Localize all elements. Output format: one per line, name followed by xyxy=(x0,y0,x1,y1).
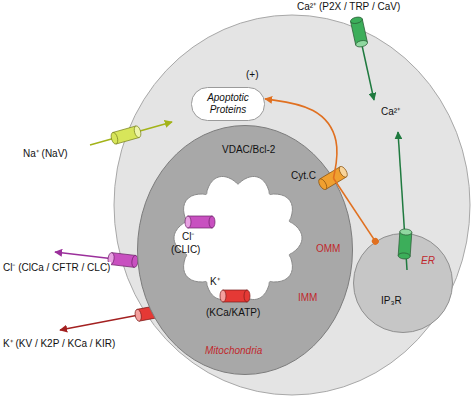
node-text: IMM xyxy=(298,292,317,304)
node-text: Apoptotic Proteins xyxy=(199,92,257,116)
ion-label: Cl⁻ xyxy=(181,231,195,243)
protein-box-fill xyxy=(192,88,265,121)
channel-label: (KCa/KATP) xyxy=(205,307,261,319)
channel-label: K⁺ (KV / K2P / KCa / KIR) xyxy=(2,338,116,350)
mito-potassium-channel-part xyxy=(244,290,250,302)
bcl2-ip3r-link xyxy=(333,178,375,241)
inner-membrane-outline xyxy=(174,176,302,299)
sodium-influx-arrow xyxy=(90,122,172,145)
calcium-channel-part xyxy=(350,16,363,24)
ip3-receptor-part xyxy=(398,232,412,257)
channel-label: Na⁺ (NaV) xyxy=(22,148,69,160)
vdac-channel-part xyxy=(317,177,328,190)
ip3-receptor-part xyxy=(400,229,412,236)
vdac-channel-part xyxy=(338,165,349,178)
cytochrome-release-arrow xyxy=(265,99,337,178)
protein-box: Apoptotic Proteins xyxy=(191,87,265,121)
channel-label: Cl⁻ (ClCa / CFTR / CLC) xyxy=(2,262,111,274)
cell-membrane xyxy=(114,15,470,395)
mito-potassium-channel xyxy=(220,290,250,302)
node-text: IP₃R xyxy=(381,295,402,307)
node-text: OMM xyxy=(316,243,340,255)
chloride-channel xyxy=(107,252,138,267)
edge-label: (+) xyxy=(245,69,260,81)
inner-membrane xyxy=(174,176,302,299)
ip3-receptor-part xyxy=(398,253,410,260)
channel-label: Ca²⁺ (P2X / TRP / CaV) xyxy=(296,1,401,13)
ion-label: K⁺ xyxy=(209,276,221,288)
clic-channel-part xyxy=(209,216,215,228)
node-text: ER xyxy=(421,255,435,267)
node-text: VDAC/Bcl-2 xyxy=(222,144,275,156)
mito-potassium-channel-part xyxy=(223,290,247,302)
sodium-channel-part xyxy=(110,132,119,145)
sodium-channel-part xyxy=(133,125,142,138)
calcium-channel xyxy=(350,16,368,48)
ip3-receptor xyxy=(398,229,412,260)
channel-label: (CLIC) xyxy=(170,244,201,256)
clic-channel-part xyxy=(185,216,191,228)
mito-potassium-channel-part xyxy=(220,290,226,302)
potassium-channel-part xyxy=(134,309,142,322)
calcium-channel-part xyxy=(355,40,368,48)
ion-label: Ca²⁺ xyxy=(380,106,401,118)
clic-channel-part xyxy=(188,216,212,228)
protein-label: Cyt.C xyxy=(290,170,317,182)
clic-channel xyxy=(185,216,215,228)
sodium-channel xyxy=(110,125,142,145)
node-text: Mitochondria xyxy=(205,345,262,357)
mitochondrion-fill xyxy=(138,126,353,375)
